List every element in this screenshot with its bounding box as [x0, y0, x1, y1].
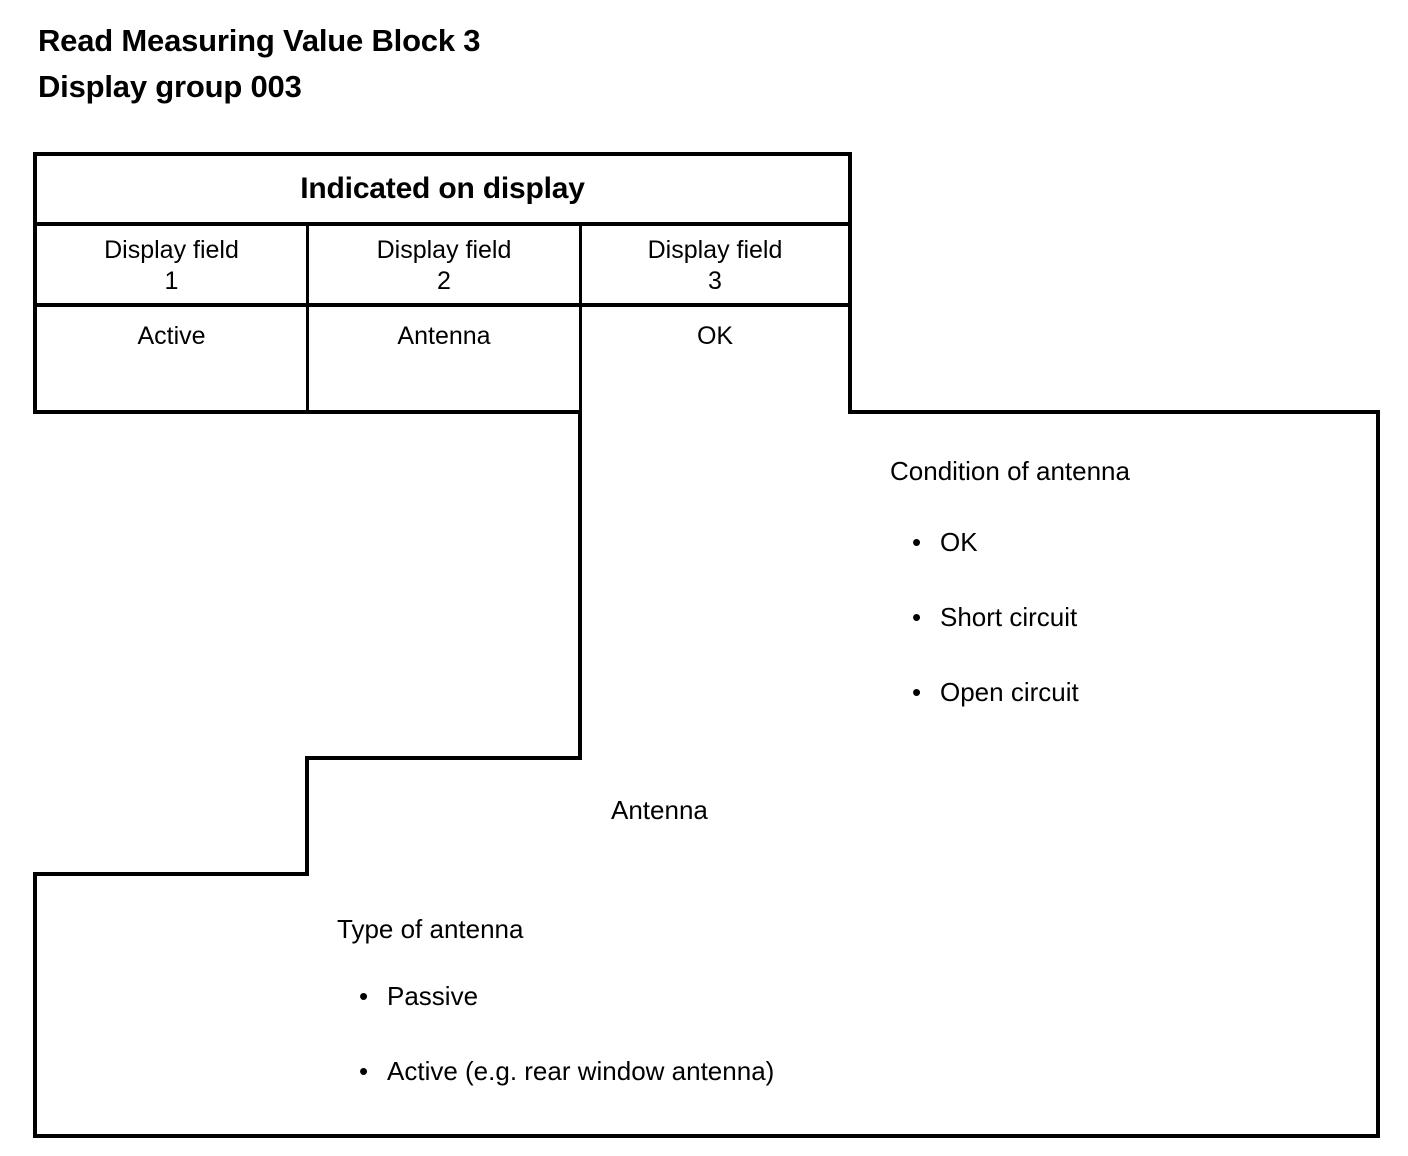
column-header-display-field-1: Display field 1 [37, 226, 309, 303]
list-item-label: Passive [387, 981, 479, 1011]
type-of-antenna-heading: Type of antenna [337, 914, 524, 944]
bullet-icon: • [359, 1056, 369, 1086]
page-title-line2: Display group 003 [38, 69, 302, 104]
condition-of-antenna-panel: Condition of antenna • OK • Short circui… [578, 410, 1380, 756]
column-header-label: Display field [647, 236, 783, 264]
list-item: • Short circuit [912, 602, 1079, 632]
column-header-number: 2 [437, 267, 451, 295]
bullet-icon: • [912, 602, 922, 632]
border-mask-type-top [309, 868, 1376, 878]
column-header-display-field-3: Display field 3 [582, 226, 848, 303]
list-item-label: Active (e.g. rear window antenna) [387, 1056, 775, 1086]
value-display-field-2: Antenna [309, 307, 582, 410]
table-header-label: Indicated on display [300, 172, 585, 205]
border-mask-condition-top [582, 406, 848, 416]
list-item: • Open circuit [912, 677, 1079, 707]
list-item: • Active (e.g. rear window antenna) [359, 1056, 774, 1086]
condition-of-antenna-heading: Condition of antenna [890, 456, 1130, 486]
antenna-panel: Antenna [305, 756, 1380, 872]
list-item-label: OK [940, 527, 978, 557]
indicated-on-display-table: Indicated on display Display field 1 Dis… [33, 152, 852, 414]
antenna-heading: Antenna [611, 795, 708, 825]
page-title: Read Measuring Value Block 3 Display gro… [38, 18, 481, 110]
bullet-icon: • [912, 677, 922, 707]
value-text: Antenna [397, 322, 491, 350]
list-item: • Passive [359, 981, 774, 1011]
table-header-row: Indicated on display [37, 156, 848, 226]
page-title-line1: Read Measuring Value Block 3 [38, 23, 481, 58]
value-display-field-1: Active [37, 307, 309, 410]
list-item-label: Open circuit [940, 677, 1079, 707]
table-column-header-row: Display field 1 Display field 2 Display … [37, 226, 848, 307]
table-value-row: Active Antenna OK [37, 307, 848, 410]
column-header-display-field-2: Display field 2 [309, 226, 582, 303]
value-text: OK [696, 322, 734, 350]
list-item: • OK [912, 527, 1079, 557]
column-header-number: 1 [164, 267, 179, 295]
bullet-icon: • [912, 527, 922, 557]
value-text: Active [137, 322, 206, 350]
type-of-antenna-panel: Type of antenna • Passive • Active (e.g.… [33, 872, 1380, 1138]
border-mask-antenna-top [582, 752, 1376, 762]
bullet-icon: • [359, 981, 369, 1011]
list-item-label: Short circuit [940, 602, 1078, 632]
condition-of-antenna-list: • OK • Short circuit • Open circuit [912, 527, 1079, 707]
type-of-antenna-list: • Passive • Active (e.g. rear window ant… [359, 981, 774, 1086]
column-header-label: Display field [376, 236, 512, 264]
column-header-number: 3 [708, 267, 722, 295]
value-display-field-3: OK [582, 307, 848, 410]
column-header-label: Display field [104, 236, 239, 264]
